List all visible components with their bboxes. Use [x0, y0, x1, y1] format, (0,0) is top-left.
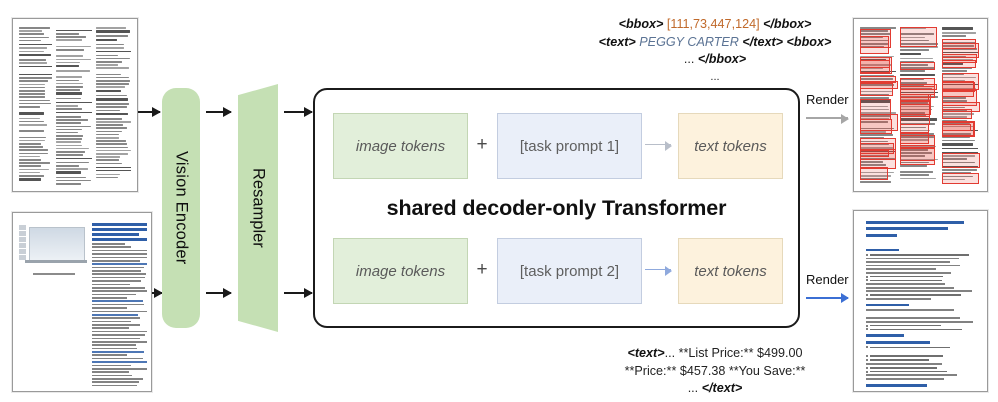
task-prompt-box-row2: [task prompt 2] — [497, 238, 642, 304]
output-tokens-bottom: <text>... **List Price:** $499.00 **Pric… — [560, 345, 870, 398]
vision-encoder-block: Vision Encoder — [162, 88, 200, 328]
output-top-line3: ... </bbox> — [683, 52, 747, 66]
output-bottom-line2: **Price:** $457.38 **You Save:** — [624, 363, 806, 378]
output-document-bounding-boxes — [853, 18, 988, 192]
resampler-block: Resampler — [238, 84, 278, 332]
resampler-label: Resampler — [249, 168, 268, 248]
input-document-newspaper — [12, 18, 138, 192]
output-top-line1: <bbox> [111,73,447,124] </bbox> — [618, 17, 812, 31]
arrow-doc2-to-encoder — [152, 288, 163, 298]
arrow-doc1-to-encoder — [138, 107, 161, 117]
render-label-top: Render — [806, 92, 849, 107]
arrow-encoder-to-resampler-top — [206, 107, 232, 117]
arrow-prompt-to-text-row1 — [645, 139, 672, 154]
output-top-line2: <text> PEGGY CARTER </text> <bbox> — [598, 34, 832, 49]
transformer-title: shared decoder-only Transformer — [386, 196, 727, 220]
arrow-resampler-to-transformer-top — [284, 107, 313, 117]
plus-sign-row2: + — [476, 259, 488, 280]
shared-transformer-container: image tokens + [task prompt 1] text toke… — [313, 88, 800, 328]
arrow-render-bottom — [806, 293, 849, 303]
image-tokens-box-row1: image tokens — [333, 113, 468, 179]
arrow-encoder-to-resampler-bottom — [206, 288, 232, 298]
vision-encoder-label: Vision Encoder — [172, 151, 191, 265]
plus-sign-row1: + — [476, 134, 488, 155]
output-top-line4: ... — [710, 70, 720, 83]
arrow-resampler-to-transformer-bottom — [284, 288, 313, 298]
output-document-markdown — [853, 210, 988, 392]
input-document-product-page — [12, 212, 152, 392]
render-label-bottom: Render — [806, 272, 849, 287]
image-tokens-box-row2: image tokens — [333, 238, 468, 304]
text-tokens-box-row2: text tokens — [678, 238, 783, 304]
arrow-prompt-to-text-row2 — [645, 264, 672, 279]
output-bottom-line1: <text>... **List Price:** $499.00 — [627, 346, 803, 360]
arrow-render-top — [806, 114, 849, 123]
text-tokens-box-row1: text tokens — [678, 113, 783, 179]
task-prompt-box-row1: [task prompt 1] — [497, 113, 642, 179]
output-bottom-line3: ... </text> — [687, 381, 743, 395]
output-tokens-top: <bbox> [111,73,447,124] </bbox> <text> P… — [570, 16, 860, 86]
